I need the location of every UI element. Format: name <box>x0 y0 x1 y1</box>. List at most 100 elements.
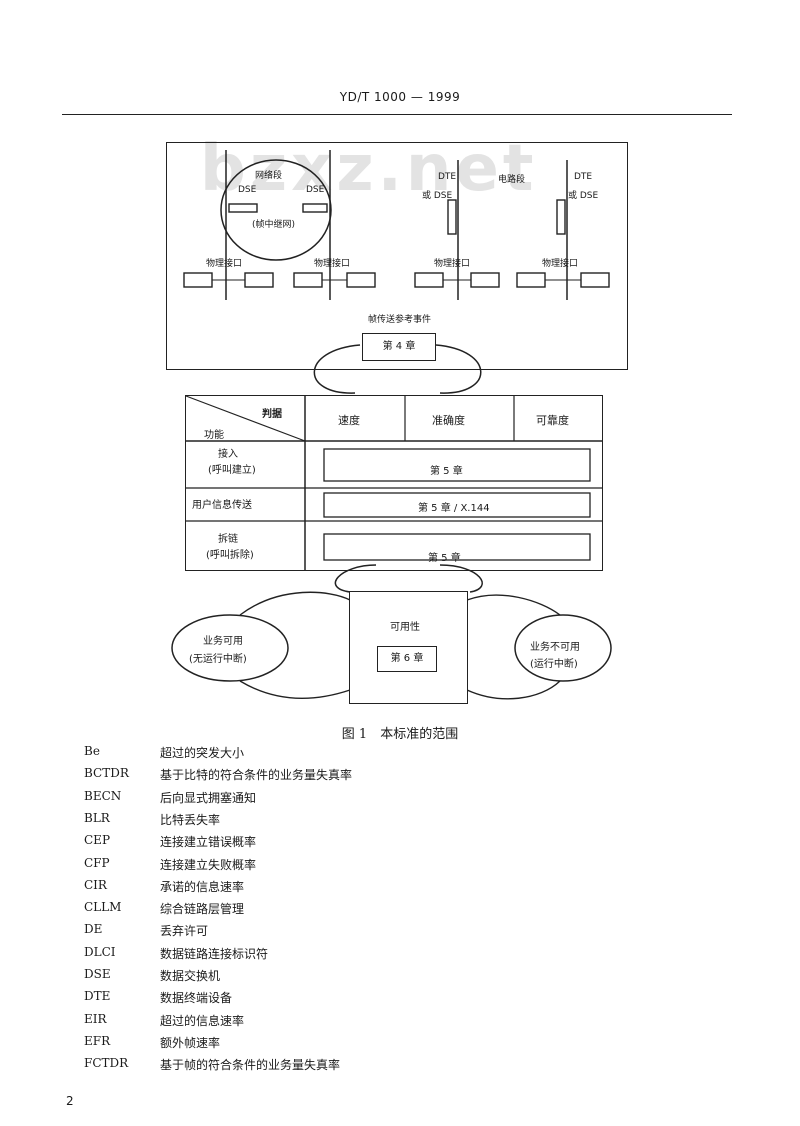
flow-arc-left <box>313 344 361 394</box>
abbreviation-code: EIR <box>84 1011 107 1026</box>
corner-function-label: 功能 <box>204 430 224 441</box>
corner-diagonal <box>185 395 306 442</box>
service-unavailable-ellipse <box>514 614 612 682</box>
abbreviation-code: DLCI <box>84 944 116 959</box>
flow-arc-lower-right <box>439 564 483 593</box>
abbreviation-row: DTE 数据终端设备 <box>84 989 744 1011</box>
frame-relay-network-ellipse <box>220 159 332 261</box>
abbreviation-code: CIR <box>84 877 107 892</box>
dse-left-label: DSE <box>238 185 257 195</box>
cycle-arc-bottom-right <box>466 680 561 700</box>
col-speed-header: 速度 <box>338 414 360 427</box>
abbreviation-code: BECN <box>84 788 122 803</box>
abbreviation-code: DTE <box>84 989 111 1004</box>
dte2-label: DTE <box>574 172 593 182</box>
cycle-arc-top <box>239 591 351 616</box>
row1-span-box <box>323 448 591 482</box>
abbreviation-definition: 数据终端设备 <box>160 991 233 1006</box>
row-user-info-cell: 第 5 章 / X.144 <box>418 503 490 514</box>
abbreviation-definition: 基于帧的符合条件的业务量失真率 <box>160 1058 341 1073</box>
cycle-arc-bottom <box>239 680 351 699</box>
abbreviation-row: CLLM 综合链路层管理 <box>84 900 744 922</box>
abbreviation-row: CIR 承诺的信息速率 <box>84 878 744 900</box>
dte1-bar <box>447 199 457 235</box>
row3-span-box <box>323 533 591 561</box>
chapter-6-box: 第 6 章 <box>377 646 437 672</box>
flow-arc-lower-left <box>334 564 377 593</box>
availability-title: 可用性 <box>390 622 420 633</box>
availability-drawing <box>171 591 612 700</box>
abbreviation-definition: 数据链路连接标识符 <box>160 946 269 961</box>
abbreviation-code: CLLM <box>84 900 122 915</box>
abbreviation-definition: 额外帧速率 <box>160 1035 221 1050</box>
top-panel <box>166 142 628 370</box>
row-release-label: 拆链 <box>218 534 238 545</box>
dte2-or-dse-label: 或 DSE <box>568 191 599 201</box>
chapter-4-box: 第 4 章 <box>362 333 436 361</box>
abbreviation-code: FCTDR <box>84 1056 129 1071</box>
dse-right-bar <box>302 203 328 213</box>
abbreviation-definition: 基于比特的符合条件的业务量失真率 <box>160 768 353 783</box>
row2-span-box <box>323 492 591 518</box>
physical-interface-label: 物理接口 <box>206 259 243 269</box>
col-accuracy-header: 准确度 <box>432 414 465 427</box>
abbreviation-row: EIR 超过的信息速率 <box>84 1012 744 1034</box>
watermark-text: bzxz.net <box>200 132 538 206</box>
abbreviation-definition: 比特丢失率 <box>160 812 221 827</box>
flow-arc-right <box>435 344 482 394</box>
row-release-cell: 第 5 章 <box>428 553 461 564</box>
abbreviation-row: DLCI 数据链路连接标识符 <box>84 945 744 967</box>
row-user-info-label: 用户信息传送 <box>192 500 252 511</box>
service-available-ellipse <box>171 614 289 682</box>
reference-event-label: 帧传送参考事件 <box>368 315 432 325</box>
figure-caption: 图 1 本标准的范围 <box>341 727 459 742</box>
abbreviation-definition: 承诺的信息速率 <box>160 879 245 894</box>
row-access-label: 接入 <box>218 449 238 460</box>
abbreviation-definition: 超过的信息速率 <box>160 1013 245 1028</box>
abbreviation-definition: 后向显式拥塞通知 <box>160 790 257 805</box>
abbreviation-code: DSE <box>84 967 111 981</box>
abbreviation-row: BCTDR 基于比特的符合条件的业务量失真率 <box>84 766 744 788</box>
abbreviation-code: CEP <box>84 833 111 848</box>
dse-right-label: DSE <box>306 185 325 195</box>
service-unavailable-sub-label: (运行中断) <box>530 659 578 670</box>
abbreviation-row: BLR 比特丢失率 <box>84 811 744 833</box>
abbreviation-definition: 连接建立失败概率 <box>160 857 257 872</box>
abbreviation-code: CFP <box>84 855 110 870</box>
cycle-arc-top-right <box>466 594 561 616</box>
abbreviation-definition: 连接建立错误概率 <box>160 835 257 850</box>
physical-interface-label: 物理接口 <box>542 259 579 269</box>
row-access-sub-label: (呼叫建立) <box>208 465 256 476</box>
dte2-bar <box>556 199 566 235</box>
standard-number-header: YD/T 1000 — 1999 <box>339 90 461 104</box>
physical-interface-label: 物理接口 <box>434 259 471 269</box>
network-segment-label: 网络段 <box>255 171 283 181</box>
col-reliability-header: 可靠度 <box>536 414 569 427</box>
abbreviation-code: BCTDR <box>84 766 129 781</box>
matrix-lines <box>185 395 602 593</box>
service-unavailable-label: 业务不可用 <box>530 642 580 653</box>
abbreviation-definition: 超过的突发大小 <box>160 746 245 760</box>
abbreviation-row: CEP 连接建立错误概率 <box>84 833 744 855</box>
abbreviation-definition: 丢弃许可 <box>160 924 209 939</box>
service-available-label: 业务可用 <box>203 636 243 647</box>
service-available-sub-label: (无运行中断) <box>189 654 247 665</box>
corner-criterion-label: 判据 <box>262 409 282 420</box>
dte1-label: DTE <box>438 172 457 182</box>
physical-interface-label: 物理接口 <box>314 259 351 269</box>
dse-left-bar <box>228 203 258 213</box>
page-number: 2 <box>66 1094 74 1108</box>
abbreviation-definition: 综合链路层管理 <box>160 902 245 917</box>
abbreviation-code: Be <box>84 744 100 758</box>
frame-relay-net-label: (帧中继网) <box>252 220 296 230</box>
row-access-cell: 第 5 章 <box>430 466 463 477</box>
row-release-sub-label: (呼叫拆除) <box>206 550 254 561</box>
criteria-matrix <box>185 395 603 571</box>
abbreviation-row: Be 超过的突发大小 <box>84 744 744 766</box>
dte1-or-dse-label: 或 DSE <box>422 191 453 201</box>
abbreviation-code: BLR <box>84 810 110 825</box>
header-rule <box>62 114 732 115</box>
